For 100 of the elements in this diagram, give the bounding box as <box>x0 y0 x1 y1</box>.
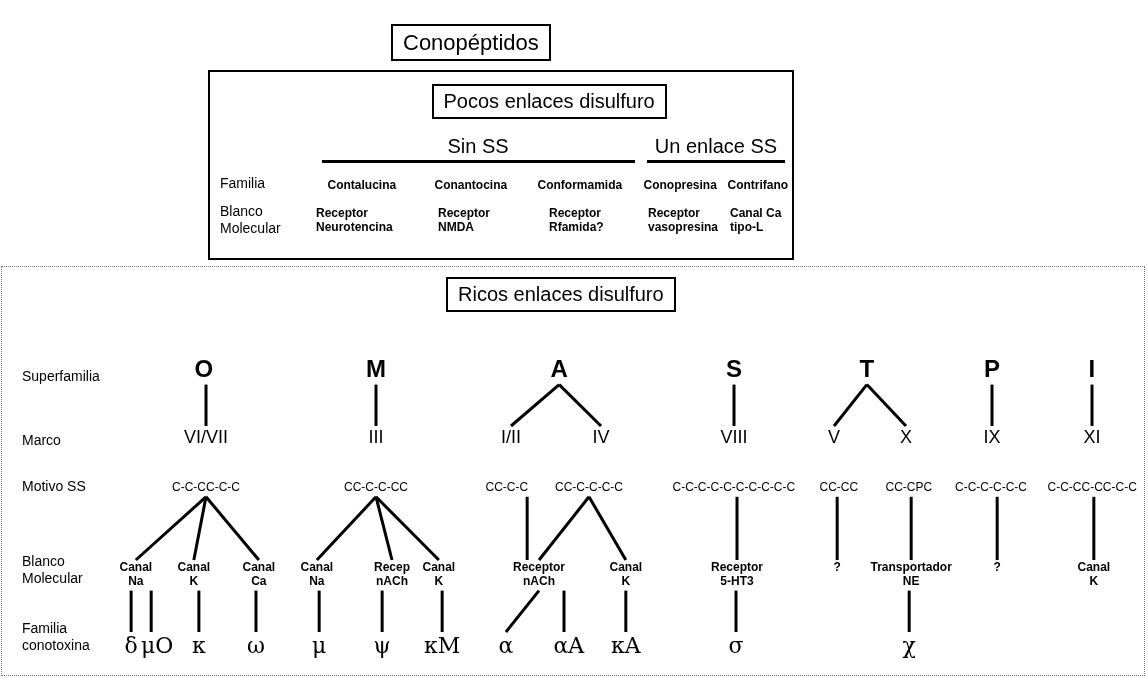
target-label: ? <box>993 561 1001 575</box>
connector-line <box>990 384 994 426</box>
connector-line <box>204 384 208 426</box>
family-name: Conopresina <box>643 178 717 193</box>
family-name: Conantocina <box>434 178 508 193</box>
target-text: Receptor NMDA <box>438 206 490 235</box>
target-label: Transportador NE <box>870 561 952 589</box>
connector-line <box>197 590 201 632</box>
section-heading-box: Pocos enlaces disulfuro <box>431 84 667 119</box>
target-label: Recep nACh <box>374 561 411 589</box>
toxin-label: αA <box>553 633 585 659</box>
motif-label: CC-C-C-C-C <box>555 481 623 495</box>
connector-line <box>537 495 591 561</box>
motif-label: CC-C-C-CC <box>344 481 408 495</box>
connector-line <box>440 590 444 632</box>
connector-line <box>832 383 868 427</box>
row-label: Familia conotoxina <box>22 620 90 654</box>
motif-label: CC-CC <box>819 481 859 495</box>
target-label: Canal K <box>609 561 643 589</box>
toxin-label: α <box>498 633 514 659</box>
row-label: Blanco Molecular <box>22 553 83 587</box>
row-label: Familia <box>220 175 266 192</box>
target-label: Canal K <box>422 561 456 589</box>
section-panel <box>1 266 1145 676</box>
motif-label: C-C-CC-C-C <box>172 481 240 495</box>
superfamily-label: M <box>366 355 386 383</box>
motif-label: C-C-C-C-C-C-C-C-C-C <box>672 481 796 495</box>
superfamily-label: S <box>726 355 742 383</box>
toxin-label: μ <box>312 633 327 659</box>
family-name: Conformamida <box>537 178 623 193</box>
framework-label: IV <box>592 427 610 448</box>
connector-line <box>192 496 208 561</box>
connector-line <box>732 384 736 426</box>
connector-line <box>735 496 739 560</box>
motif-label: CC-CPC <box>885 481 933 495</box>
toxin-label: κ <box>192 633 206 659</box>
target-label: Receptor nACh <box>513 561 565 589</box>
title-box: Conopéptidos <box>391 24 551 62</box>
motif-label: C-C-C-C-C-C <box>955 481 1027 495</box>
superfamily-label: O <box>194 355 214 383</box>
connector-line <box>624 590 628 632</box>
connector-line <box>510 383 561 428</box>
target-label: Canal Na <box>119 561 153 589</box>
connector-line <box>865 383 908 428</box>
row-label: Motivo SS <box>22 478 86 495</box>
connector-line <box>835 496 839 560</box>
superfamily-label: A <box>550 355 568 383</box>
target-text: Receptor Rfamida? <box>549 206 604 235</box>
connector-line <box>129 590 133 632</box>
toxin-label: κA <box>611 633 641 659</box>
target-label: Canal K <box>1077 561 1111 589</box>
connector-line <box>558 383 603 428</box>
superfamily-label: I <box>1088 355 1096 383</box>
family-name: Contrifano <box>727 178 789 193</box>
connector-line <box>149 590 153 632</box>
motif-label: C-C-CC-CC-C-C <box>1047 481 1137 495</box>
section-panel <box>208 70 794 260</box>
motif-label: CC-C-C <box>485 481 529 495</box>
framework-label: X <box>900 427 912 448</box>
toxin-label: μO <box>141 633 174 659</box>
toxin-label: σ <box>728 633 744 659</box>
toxin-label: δ <box>124 633 138 659</box>
connector-line <box>204 495 260 561</box>
group-heading: Sin SS <box>321 134 635 163</box>
connector-line <box>134 495 207 562</box>
connector-line <box>995 496 999 560</box>
connector-line <box>587 496 628 561</box>
connector-line <box>562 590 566 632</box>
framework-label: XI <box>1083 427 1101 448</box>
connector-line <box>1090 384 1094 426</box>
connector-line <box>525 496 529 560</box>
connector-line <box>504 589 541 633</box>
framework-label: VI/VII <box>184 427 228 448</box>
connector-line <box>909 496 913 560</box>
row-label: Superfamilia <box>22 368 100 385</box>
connector-line <box>907 590 911 632</box>
target-label: Canal Ca <box>242 561 276 589</box>
target-label: Canal Na <box>300 561 334 589</box>
connector-line <box>317 590 321 632</box>
framework-label: III <box>368 427 384 448</box>
connector-line <box>1092 496 1096 560</box>
row-label: Blanco Molecular <box>220 203 281 237</box>
toxin-label: ω <box>247 633 265 659</box>
section-heading-box: Ricos enlaces disulfuro <box>446 277 676 312</box>
family-name: Contalucina <box>327 178 397 193</box>
target-label: Receptor 5-HT3 <box>711 561 763 589</box>
target-text: Receptor Neurotencina <box>316 206 393 235</box>
connector-line <box>315 495 378 562</box>
connector-line <box>374 384 378 426</box>
connector-line <box>734 590 738 632</box>
toxin-label: κM <box>424 633 461 659</box>
connector-line <box>374 495 440 562</box>
framework-label: VIII <box>720 427 748 448</box>
framework-label: I/II <box>501 427 521 448</box>
superfamily-label: T <box>859 355 875 383</box>
connector-line <box>254 590 258 632</box>
connector-line <box>380 590 384 632</box>
target-label: ? <box>833 561 841 575</box>
group-heading: Un enlace SS <box>647 134 785 163</box>
superfamily-label: P <box>984 355 1000 383</box>
